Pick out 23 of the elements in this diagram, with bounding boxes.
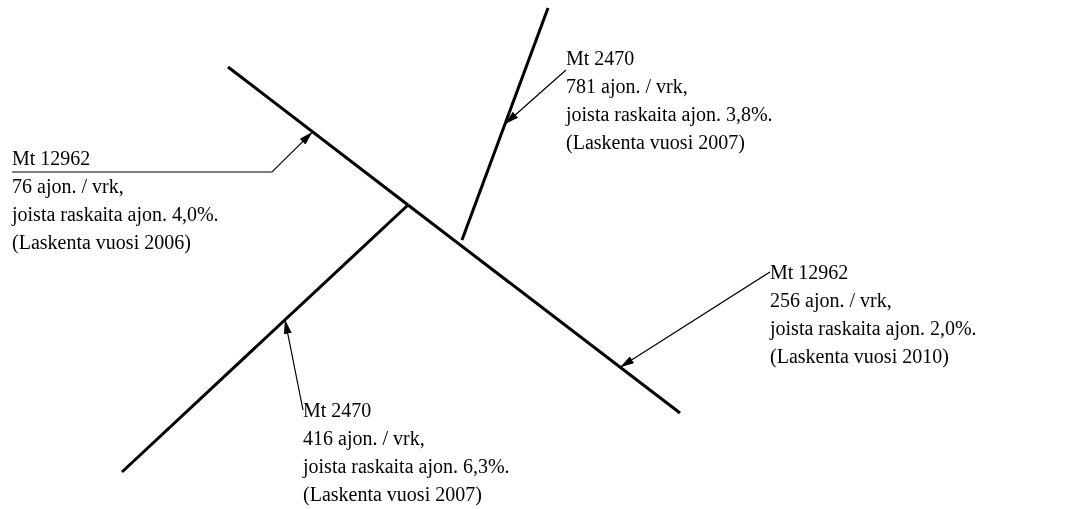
leader-line: [11, 131, 314, 173]
traffic-count-text: (Laskenta vuosi 2007): [566, 130, 746, 156]
traffic-count-text: joista raskaita ajon. 4,0%.: [12, 202, 219, 228]
traffic-count-text: 416 ajon. / vrk,: [303, 426, 426, 452]
road-line: [227, 65, 409, 207]
traffic-count-text: joista raskaita ajon. 2,0%.: [770, 316, 977, 342]
traffic-count-text: (Laskenta vuosi 2006): [12, 230, 192, 256]
leader-line: [619, 271, 771, 368]
traffic-count-text: (Laskenta vuosi 2010): [770, 344, 950, 370]
traffic-count-text: joista raskaita ajon. 6,3%.: [303, 454, 510, 480]
leader-line: [283, 319, 304, 411]
traffic-count-text: (Laskenta vuosi 2007): [303, 482, 483, 508]
road-line: [460, 7, 550, 241]
road-number: Mt 12962: [12, 146, 92, 171]
road-line: [407, 203, 681, 415]
road-number: Mt 12962: [770, 260, 850, 285]
traffic-count-text: joista raskaita ajon. 3,8%.: [566, 102, 773, 128]
road-number: Mt 2470: [303, 398, 373, 423]
traffic-count-text: 781 ajon. / vrk,: [566, 74, 689, 100]
traffic-count-text: 76 ajon. / vrk,: [12, 174, 125, 200]
road-number: Mt 2470: [566, 46, 636, 71]
leader-line: [504, 69, 567, 125]
traffic-count-text: 256 ajon. / vrk,: [770, 288, 893, 314]
